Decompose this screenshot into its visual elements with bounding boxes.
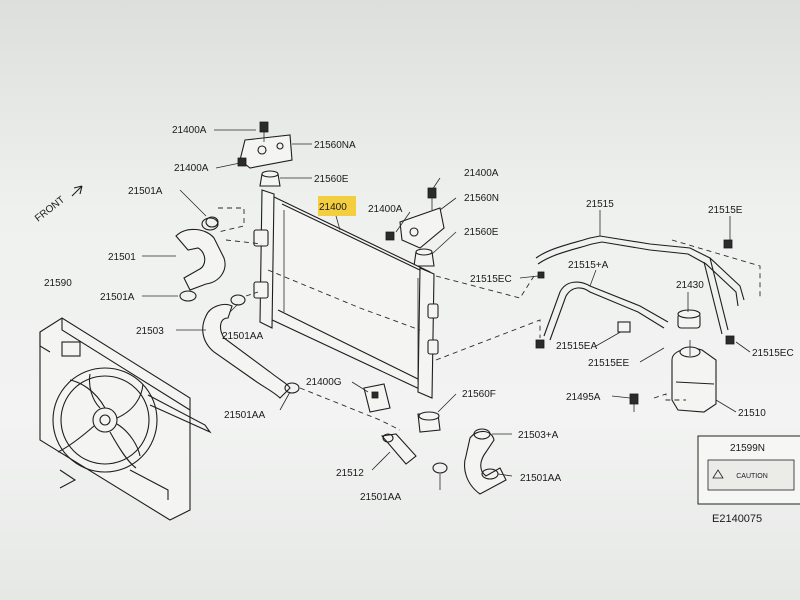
label-21400A: 21400A <box>174 163 209 174</box>
label-21515: 21515 <box>586 199 614 210</box>
diagram-code: E2140075 <box>712 513 762 525</box>
reservoir-bolt-21495A <box>629 393 639 412</box>
label-21503: 21503 <box>136 326 164 337</box>
label-21515EC: 21515EC <box>752 348 794 359</box>
label-21560E: 21560E <box>314 174 349 185</box>
reservoir-hose-21515A <box>543 281 669 341</box>
label-21510: 21510 <box>738 408 766 419</box>
label-21400A: 21400A <box>172 125 207 136</box>
label-21501A: 21501A <box>128 186 163 197</box>
right-bracket-assembly <box>385 187 445 267</box>
reservoir-hose-21515 <box>535 235 745 335</box>
front-label: FRONT <box>33 194 67 224</box>
label-21515E: 21515E <box>708 205 743 216</box>
reservoir-tank-21510 <box>671 340 717 413</box>
label-21515A: 21515+A <box>568 260 609 271</box>
label-21501AA: 21501AA <box>360 492 401 503</box>
leader-lines <box>142 129 751 490</box>
label-21501: 21501 <box>108 252 136 263</box>
label-21515EC: 21515EC <box>470 274 512 285</box>
upper-bracket-assembly <box>237 121 293 187</box>
caution-text: CAUTION <box>736 473 768 480</box>
label-21560F: 21560F <box>462 389 496 400</box>
caution-label-21599N: CAUTION <box>697 435 800 505</box>
label-21501AA: 21501AA <box>520 473 561 484</box>
mount-insulator-21560F <box>417 411 441 433</box>
dashed-leader-lines <box>217 207 761 431</box>
clamp-21501AA-lower <box>432 462 448 474</box>
label-21501A: 21501A <box>100 292 135 303</box>
part-labels: 21400A 21560NA 21400A 21560E 21400A 2150… <box>44 125 794 525</box>
label-21503A: 21503+A <box>518 430 559 441</box>
label-21560N: 21560N <box>464 193 499 204</box>
hose-21503A <box>463 428 507 495</box>
label-21560E: 21560E <box>464 227 499 238</box>
label-21515EE: 21515EE <box>588 358 629 369</box>
radiator-core <box>253 189 439 399</box>
label-21400A: 21400A <box>368 204 403 215</box>
label-21599N: 21599N <box>730 443 765 454</box>
pipe-21512 <box>380 433 417 465</box>
label-21560NA: 21560NA <box>314 140 356 151</box>
label-21590: 21590 <box>44 278 72 289</box>
drain-bracket-21400G <box>363 383 391 413</box>
label-21495A: 21495A <box>566 392 601 403</box>
label-21400-highlighted: 21400 <box>319 202 347 213</box>
label-21512: 21512 <box>336 468 364 479</box>
lower-hose-21503 <box>202 294 300 399</box>
small-fittings <box>205 216 735 349</box>
reservoir-cap-21430 <box>677 309 701 329</box>
label-21501AA: 21501AA <box>224 410 265 421</box>
label-21430: 21430 <box>676 280 704 291</box>
label-21400G: 21400G <box>306 377 342 388</box>
upper-hose-21501 <box>175 217 226 302</box>
label-21515EA: 21515EA <box>556 341 597 352</box>
fan-shroud-assembly <box>39 317 212 521</box>
label-21501AA: 21501AA <box>222 331 263 342</box>
label-21400A: 21400A <box>464 168 499 179</box>
front-arrow: FRONT <box>33 185 83 224</box>
